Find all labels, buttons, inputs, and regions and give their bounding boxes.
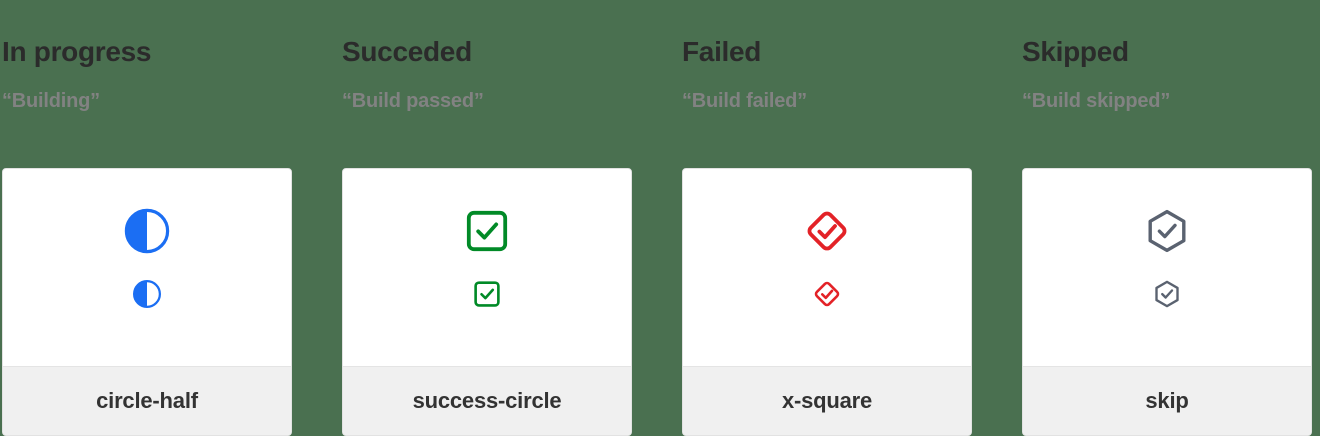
skip-icon-small: [1155, 280, 1179, 308]
icon-name-label: skip: [1145, 388, 1189, 413]
x-square-icon: [807, 211, 847, 251]
status-subtitle: “Build passed”: [342, 90, 484, 112]
icon-card-body: [343, 169, 631, 366]
icon-card-body: [3, 169, 291, 366]
icon-card[interactable]: skip: [1022, 168, 1312, 436]
x-square-icon-small: [814, 281, 840, 307]
icon-card-body: [683, 169, 971, 366]
status-subtitle: “Building”: [2, 90, 100, 112]
status-column-in-progress: In progress “Building” circle-half: [0, 0, 340, 436]
circle-half-icon: [124, 208, 170, 254]
icon-card-footer: x-square: [683, 366, 971, 435]
status-subtitle: “Build skipped”: [1022, 90, 1171, 112]
status-column-failed: Failed “Build failed” x-square: [680, 0, 1020, 436]
icon-name-label: circle-half: [96, 388, 198, 413]
status-column-skipped: Skipped “Build skipped” skip: [1020, 0, 1320, 436]
status-title: Failed: [682, 36, 762, 67]
icon-card-body: [1023, 169, 1311, 366]
icon-name-label: x-square: [781, 388, 873, 413]
icon-card-footer: circle-half: [3, 366, 291, 435]
status-subtitle: “Build failed”: [682, 90, 807, 112]
success-circle-icon-small: [474, 281, 500, 307]
skip-icon: [1148, 209, 1186, 253]
icon-card[interactable]: circle-half: [2, 168, 292, 436]
icon-card[interactable]: x-square: [682, 168, 972, 436]
icon-name-label: success-circle: [412, 388, 562, 413]
icon-card-footer: success-circle: [343, 366, 631, 435]
icon-card-footer: skip: [1023, 366, 1311, 435]
icon-card[interactable]: success-circle: [342, 168, 632, 436]
status-title: Skipped: [1022, 36, 1129, 67]
status-title: In progress: [2, 36, 152, 67]
status-column-succeded: Succeded “Build passed” success-circle: [340, 0, 680, 436]
status-title: Succeded: [342, 36, 472, 67]
success-circle-icon: [466, 210, 508, 252]
circle-half-icon-small: [132, 279, 162, 309]
